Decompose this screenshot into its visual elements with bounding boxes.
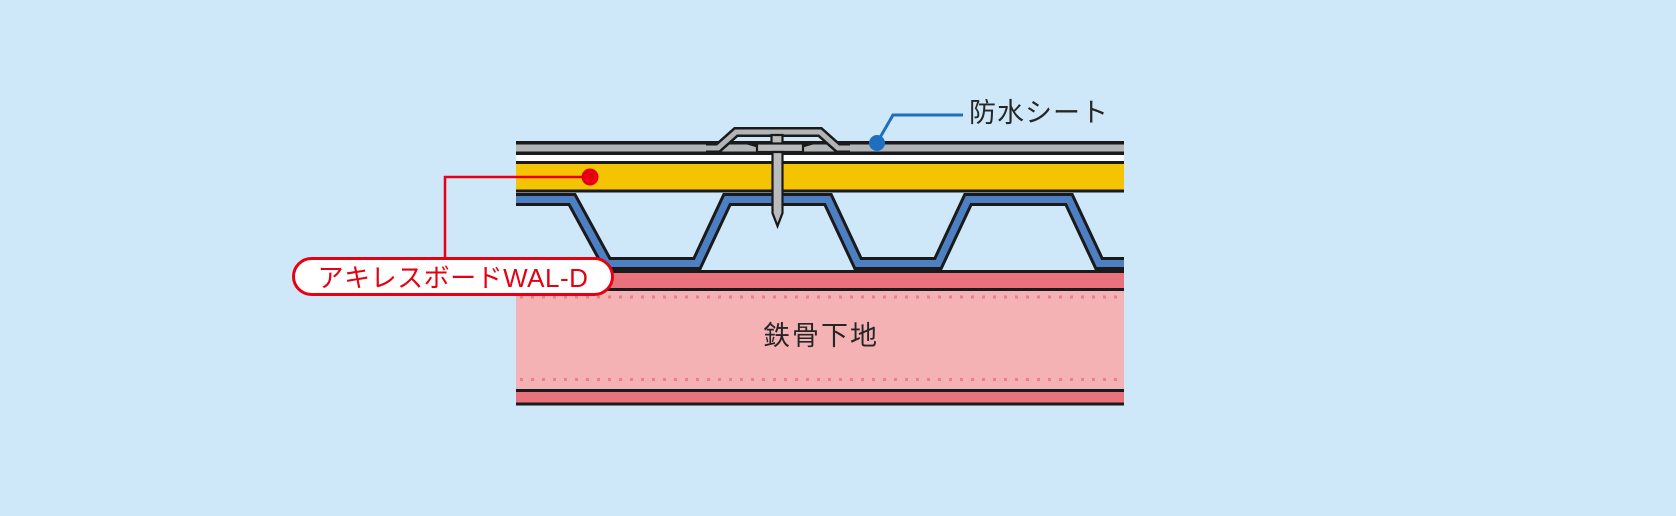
steel-deck-layer	[516, 193, 1124, 270]
waterproof-sheet-layer	[516, 127, 1124, 155]
fastener-washer	[755, 142, 805, 154]
waterproof-sheet-label: 防水シート	[969, 98, 1109, 128]
achilles-board-callout: アキレスボードWAL-D	[292, 257, 614, 296]
fastener-screw	[771, 150, 784, 230]
blue-dot-marker	[869, 135, 885, 151]
insulation-board-layer	[516, 161, 1124, 193]
red-dot-marker	[581, 168, 599, 186]
steel-substrate-label: 鉄骨下地	[763, 321, 879, 351]
separator-strip	[516, 155, 1124, 161]
leader-red	[443, 168, 599, 259]
achilles-board-label: アキレスボードWAL-D	[317, 263, 589, 293]
steel-substrate-layer	[516, 270, 1124, 406]
leader-blue	[869, 113, 963, 151]
fastener	[755, 133, 805, 230]
